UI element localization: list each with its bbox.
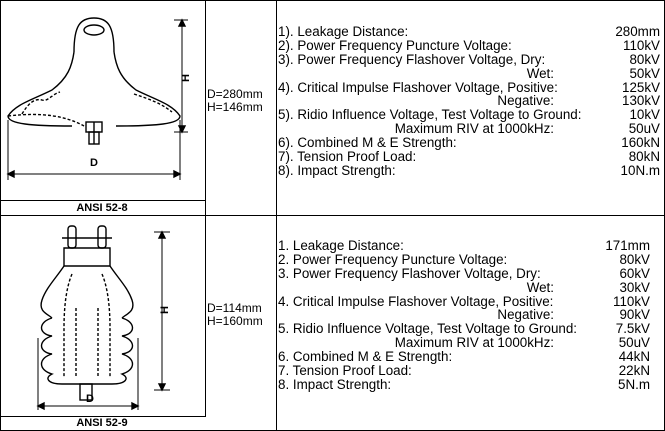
row-divider: [0, 215, 665, 216]
caption-line-2: [0, 416, 206, 417]
spec-value: 5N.m: [618, 376, 650, 392]
spec-label: 4. Critical Impulse Flashover Voltage, P…: [278, 293, 554, 309]
spec-row: Maximum RIV at 1000kHz: 50uV: [278, 122, 662, 136]
spec-row: 8. Impact Strength: 5N.m: [278, 378, 662, 392]
spec-value: 10kV: [629, 107, 660, 123]
dim-h: H=146mm: [207, 100, 263, 114]
spec-label: 5). Ridio Influence Voltage, Test Voltag…: [278, 107, 582, 123]
spec-row: Wet: 50kV: [278, 65, 662, 81]
spec-label: Maximum RIV at 1000kHz:: [394, 121, 554, 137]
spec-row: 2). Power Frequency Puncture Voltage: 110…: [278, 37, 662, 53]
spec-value: 160kN: [621, 135, 660, 151]
spec-label: 3). Power Frequency Flashover Voltage, D…: [278, 51, 546, 67]
spec-row: 3). Power Frequency Flashover Voltage, D…: [278, 51, 662, 67]
caption-line-1: [0, 200, 206, 201]
spec-value: 110kV: [613, 293, 650, 309]
spec-row: 6). Combined M & E Strength: 160kN: [278, 136, 662, 150]
spec-row: Negative: 130kV: [278, 94, 662, 108]
label-h: H: [180, 74, 192, 82]
spec-row: 5). Ridio Influence Voltage, Test Voltag…: [278, 108, 662, 122]
spec-value: 7.5kV: [615, 321, 650, 337]
spec-row: 3. Power Frequency Flashover Voltage, Dr…: [278, 265, 662, 281]
spec-label: 1. Leakage Distance:: [278, 238, 404, 253]
spec-value: 130kV: [622, 93, 660, 109]
spec-label: 4). Critical Impulse Flashover Voltage, …: [278, 79, 558, 95]
spec-value: 44kN: [618, 349, 650, 365]
dim-d: D=114mm: [207, 301, 262, 315]
spec-value: 50kV: [629, 65, 660, 81]
cap-eye: [83, 24, 105, 36]
spec-row: Maximum RIV at 1000kHz: 50uV: [278, 336, 662, 350]
spec-label: 8). Impact Strength:: [278, 162, 396, 178]
spec-label: Negative:: [497, 307, 554, 323]
spec-label: Wet:: [526, 279, 554, 295]
spec-row: 4). Critical Impulse Flashover Voltage, …: [278, 79, 662, 95]
spec-label: 6). Combined M & E Strength:: [278, 135, 457, 151]
label-h: H: [159, 306, 171, 314]
spec-row: 5. Ridio Influence Voltage, Test Voltage…: [278, 322, 662, 336]
spec-value: 125kV: [622, 79, 660, 95]
spec-value: 50uV: [618, 335, 650, 351]
label-d: D: [90, 157, 98, 169]
spec-row: 6. Combined M & E Strength: 44kN: [278, 350, 662, 364]
label-d: D: [86, 393, 94, 405]
spec-value: 10N.m: [620, 162, 660, 178]
spec-label: Wet:: [526, 65, 554, 81]
spec-row: 4. Critical Impulse Flashover Voltage, P…: [278, 293, 662, 309]
spec-value: 22kN: [618, 363, 650, 379]
dims-52-8: D=280mm H=146mm: [207, 88, 277, 114]
dim-h: H=160mm: [207, 314, 263, 328]
spec-value: 80kV: [629, 51, 660, 67]
dim-d: D=280mm: [207, 87, 263, 101]
caption-52-8: ANSI 52-8: [76, 202, 128, 214]
spec-row: 7. Tension Proof Load: 22kN: [278, 364, 662, 378]
spec-label: Maximum RIV at 1000kHz:: [394, 335, 554, 351]
caption-52-9: ANSI 52-9: [76, 417, 128, 429]
spec-row: Negative: 90kV: [278, 308, 662, 322]
table-border-top: [0, 0, 665, 1]
spec-label: 8. Impact Strength:: [278, 376, 392, 392]
cap-outline: [73, 17, 115, 53]
spec-label: 2). Power Frequency Puncture Voltage:: [278, 37, 512, 53]
column-divider-1: [205, 0, 206, 416]
spec-value: 80kN: [628, 149, 660, 165]
insulator-52-9-drawing: H D: [36, 225, 171, 411]
spec-value: 110kV: [623, 37, 660, 53]
spec-label: 2. Power Frequency Puncture Voltage:: [278, 251, 508, 267]
spec-row: 1). Leakage Distance: 280mm: [278, 25, 662, 39]
spec-row: 8). Impact Strength: 10N.m: [278, 164, 662, 178]
spec-label: Negative:: [497, 93, 554, 109]
dims-52-9: D=114mm H=160mm: [207, 302, 277, 328]
spec-label: 5. Ridio Influence Voltage, Test Voltage…: [278, 321, 578, 337]
spec-value: 30kV: [619, 279, 650, 295]
spec-row: 2. Power Frequency Puncture Voltage: 80kV: [278, 251, 662, 267]
spec-label: 6. Combined M & E Strength:: [278, 349, 453, 365]
spec-value: 280mm: [615, 24, 660, 39]
spec-label: 7. Tension Proof Load:: [278, 363, 412, 379]
spec-row: 1. Leakage Distance: 171mm: [278, 239, 662, 253]
spec-row: Wet: 30kV: [278, 279, 662, 295]
spec-value: 80kV: [619, 251, 650, 267]
spec-value: 60kV: [619, 265, 650, 281]
spec-row: 7). Tension Proof Load: 80kN: [278, 150, 662, 164]
spec-value: 171mm: [605, 238, 650, 253]
spec-value: 50uV: [628, 121, 660, 137]
insulator-52-8-drawing: H D: [6, 17, 192, 180]
spec-label: 1). Leakage Distance:: [278, 24, 409, 39]
spec-label: 3. Power Frequency Flashover Voltage, Dr…: [278, 265, 541, 281]
spec-value: 90kV: [619, 307, 650, 323]
spec-label: 7). Tension Proof Load:: [278, 149, 417, 165]
